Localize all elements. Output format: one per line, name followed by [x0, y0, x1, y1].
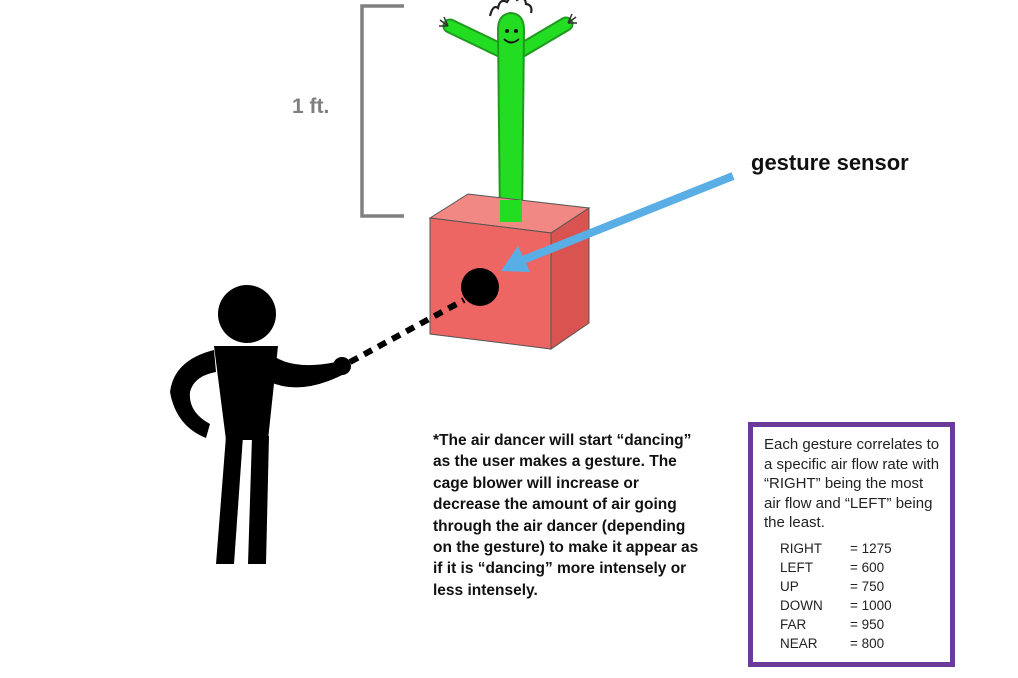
rate-gesture: DOWN: [780, 597, 823, 613]
air-dancer-base: [500, 200, 522, 222]
gesture-sensor: [461, 268, 499, 306]
description-text: *The air dancer will start “dancing” as …: [433, 432, 699, 599]
rate-gesture: UP: [780, 578, 799, 594]
rate-row: NEAR = 800: [780, 634, 940, 653]
rate-value: = 750: [850, 578, 885, 594]
height-bracket: [360, 4, 404, 218]
airflow-legend: Each gesture correlates to a specific ai…: [748, 422, 955, 667]
gesture-line: [348, 297, 466, 365]
rate-list: RIGHT = 1275 LEFT = 600 UP = 750 DOWN = …: [780, 539, 940, 653]
legend-intro: Each gesture correlates to a specific ai…: [764, 436, 940, 531]
rate-value: = 950: [850, 616, 885, 632]
rate-gesture: FAR: [780, 616, 807, 632]
rate-row: DOWN = 1000: [780, 596, 940, 615]
air-dancer: [439, 0, 577, 223]
rate-value: = 800: [850, 635, 885, 651]
user-figure: [170, 285, 351, 564]
rate-value: = 1275: [850, 540, 892, 556]
sensor-label: gesture sensor: [751, 150, 909, 175]
sensor-arrow: [501, 172, 735, 272]
rate-row: RIGHT = 1275: [780, 539, 940, 558]
rate-gesture: LEFT: [780, 559, 814, 575]
rate-value: = 600: [850, 559, 885, 575]
rate-row: FAR = 950: [780, 615, 940, 634]
height-label: 1 ft.: [292, 95, 330, 118]
rate-row: LEFT = 600: [780, 558, 940, 577]
rate-gesture: NEAR: [780, 635, 818, 651]
rate-value: = 1000: [850, 597, 892, 613]
rate-gesture: RIGHT: [780, 540, 822, 556]
rate-row: UP = 750: [780, 577, 940, 596]
